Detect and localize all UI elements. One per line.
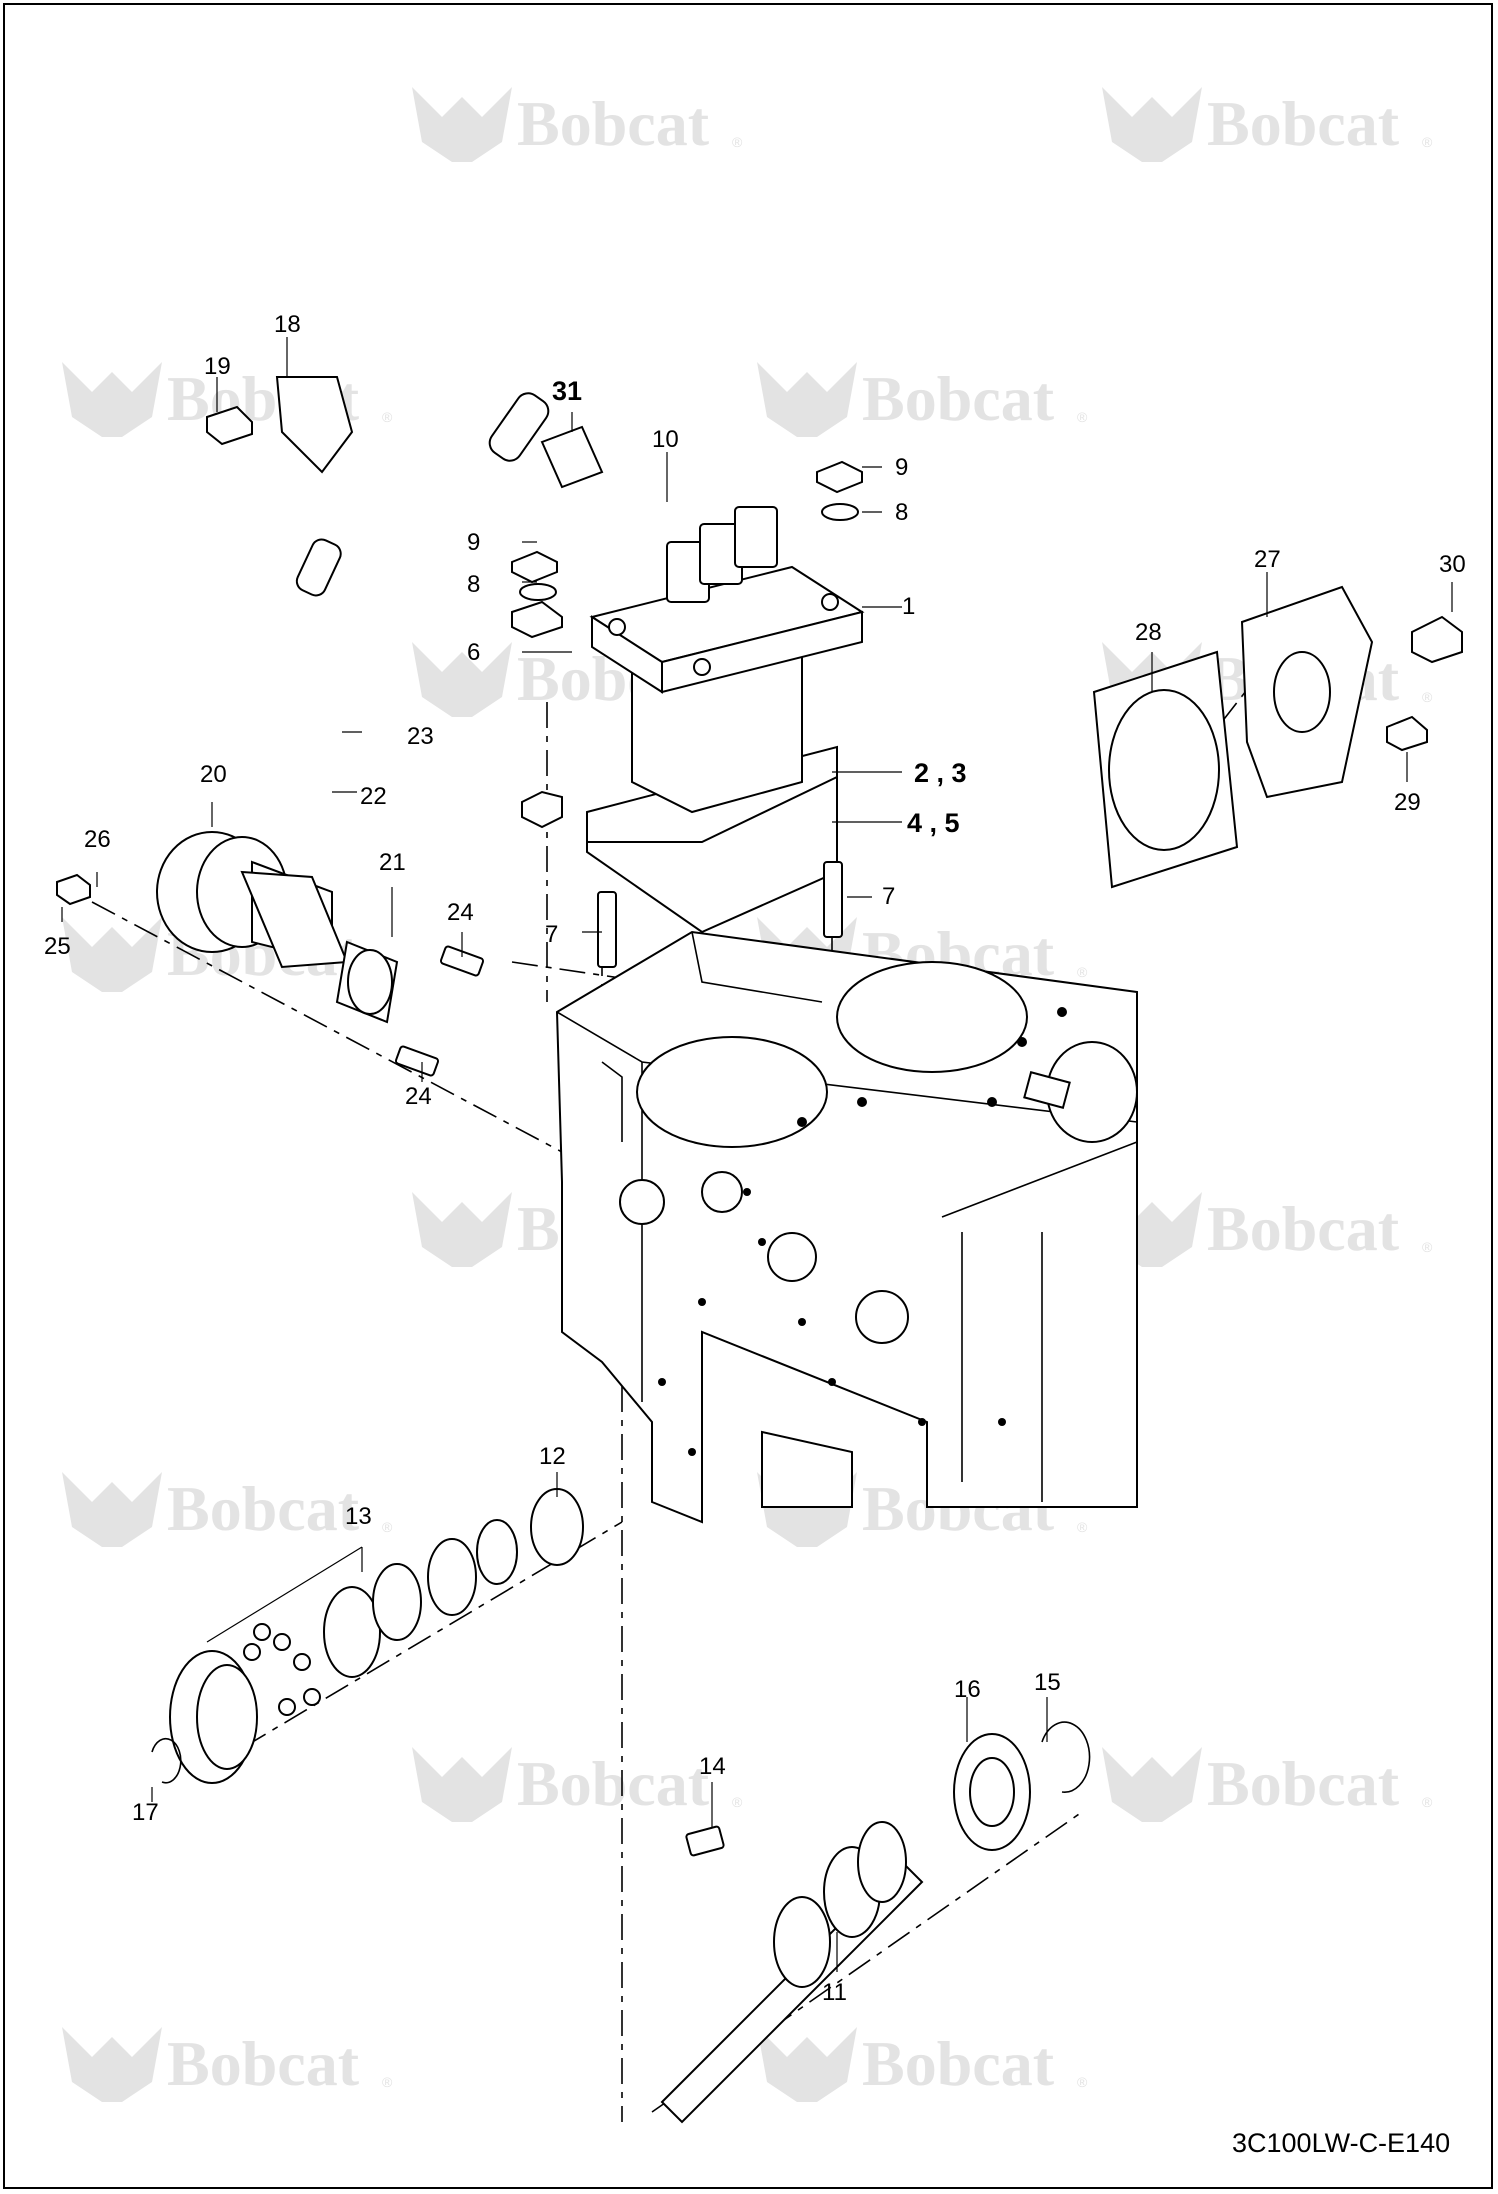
callout-30: 30 [1439, 551, 1466, 578]
figure-reference: 3C100LW-C-E140 [1232, 2128, 1450, 2158]
callout-29: 29 [1394, 789, 1421, 816]
bobcat-logo-icon [62, 362, 162, 437]
bobcat-logo-icon [412, 1747, 512, 1822]
bobcat-logo-icon [412, 1192, 512, 1267]
svg-text:Bobcat: Bobcat [167, 2028, 360, 2099]
watermark: Bobcat ® [412, 87, 743, 162]
callout-8a: 8 [467, 571, 480, 598]
callout-16: 16 [954, 1676, 981, 1703]
callout-11: 11 [822, 1979, 847, 2006]
callout-27: 27 [1254, 546, 1281, 573]
callout-17: 17 [132, 1799, 159, 1826]
bobcat-logo-icon [757, 2027, 857, 2102]
callout-20: 20 [200, 761, 227, 788]
callout-9a: 9 [467, 529, 480, 556]
callout-12: 12 [539, 1443, 566, 1470]
callout-14: 14 [699, 1753, 726, 1780]
svg-text:Bobcat: Bobcat [167, 1473, 360, 1544]
svg-text:®: ® [1077, 409, 1088, 425]
bobcat-logo-icon [62, 2027, 162, 2102]
callout-9b: 9 [895, 454, 908, 481]
callout-labels: 1 2 , 3 4 , 5 6 7 7 8 8 9 9 10 11 12 13 … [44, 311, 1466, 2006]
bobcat-logo-icon [412, 87, 512, 162]
svg-text:®: ® [1422, 134, 1433, 150]
fasteners [56, 376, 1463, 1077]
callout-21: 21 [379, 849, 406, 876]
callout-13: 13 [345, 1503, 372, 1530]
callout-7a: 7 [545, 921, 558, 948]
watermark: Bobcat ® [757, 362, 1088, 437]
callout-7b: 7 [882, 883, 895, 910]
callout-31: 31 [552, 376, 582, 406]
svg-text:®: ® [1077, 1519, 1088, 1535]
callout-22: 22 [360, 783, 387, 810]
watermark: Bobcat ® [62, 1472, 393, 1547]
svg-text:®: ® [382, 1519, 393, 1535]
callout-26: 26 [84, 826, 111, 853]
bobcat-logo-icon [757, 362, 857, 437]
svg-text:Bobcat: Bobcat [1207, 1193, 1400, 1264]
svg-text:®: ® [1077, 2074, 1088, 2090]
svg-text:®: ® [1422, 689, 1433, 705]
watermark: Bobcat ® [1102, 87, 1433, 162]
leader-lines [61, 337, 1453, 1972]
svg-text:Bobcat: Bobcat [862, 363, 1055, 434]
feed-pump [156, 392, 550, 1024]
callout-15: 15 [1034, 1669, 1061, 1696]
injection-pump [586, 506, 865, 934]
callout-2-3: 2 , 3 [914, 758, 967, 788]
idler-gear-assembly [169, 1488, 584, 1784]
svg-text:®: ® [1422, 1794, 1433, 1810]
callout-25: 25 [44, 933, 71, 960]
svg-text:®: ® [732, 1794, 743, 1810]
svg-text:Bobcat: Bobcat [517, 1748, 710, 1819]
callout-18: 18 [274, 311, 301, 338]
exploded-parts-diagram: Bobcat ® Bobcat ® Bobcat ® Bobcat ® Bobc… [44, 87, 1466, 2158]
svg-text:®: ® [1077, 964, 1088, 980]
callout-24a: 24 [447, 899, 474, 926]
callout-19: 19 [204, 353, 231, 380]
watermark: Bobcat ® [412, 1747, 743, 1822]
cover-assembly [1092, 585, 1374, 889]
bobcat-logo-icon [62, 917, 162, 992]
watermark: Bobcat ® [1102, 1747, 1433, 1822]
svg-text:®: ® [382, 2074, 393, 2090]
watermark: Bobcat ® [1102, 1192, 1433, 1267]
callout-10: 10 [652, 426, 679, 453]
callout-6: 6 [467, 639, 480, 666]
svg-text:Bobcat: Bobcat [517, 88, 710, 159]
bobcat-logo-icon [1102, 87, 1202, 162]
bobcat-logo-icon [757, 1472, 857, 1547]
watermark: Bobcat ® [757, 2027, 1088, 2102]
svg-text:®: ® [382, 409, 393, 425]
callout-28: 28 [1135, 619, 1162, 646]
bobcat-logo-icon [1102, 1747, 1202, 1822]
diagram-frame: Bobcat ® Bobcat ® Bobcat ® Bobcat ® Bobc… [3, 3, 1493, 2189]
engine-block [555, 930, 1138, 1524]
callout-24b: 24 [405, 1083, 432, 1110]
bobcat-logo-icon [62, 1472, 162, 1547]
callout-1: 1 [902, 593, 915, 620]
svg-text:®: ® [732, 134, 743, 150]
svg-text:®: ® [1422, 1239, 1433, 1255]
watermark: Bobcat ® [62, 2027, 393, 2102]
svg-text:Bobcat: Bobcat [1207, 1748, 1400, 1819]
callout-4-5: 4 , 5 [907, 808, 960, 838]
camshaft-assembly [151, 1721, 1091, 2124]
svg-text:Bobcat: Bobcat [862, 2028, 1055, 2099]
bobcat-logo-icon [412, 642, 512, 717]
callout-23: 23 [407, 723, 434, 750]
callout-8b: 8 [895, 499, 908, 526]
svg-text:Bobcat: Bobcat [1207, 88, 1400, 159]
